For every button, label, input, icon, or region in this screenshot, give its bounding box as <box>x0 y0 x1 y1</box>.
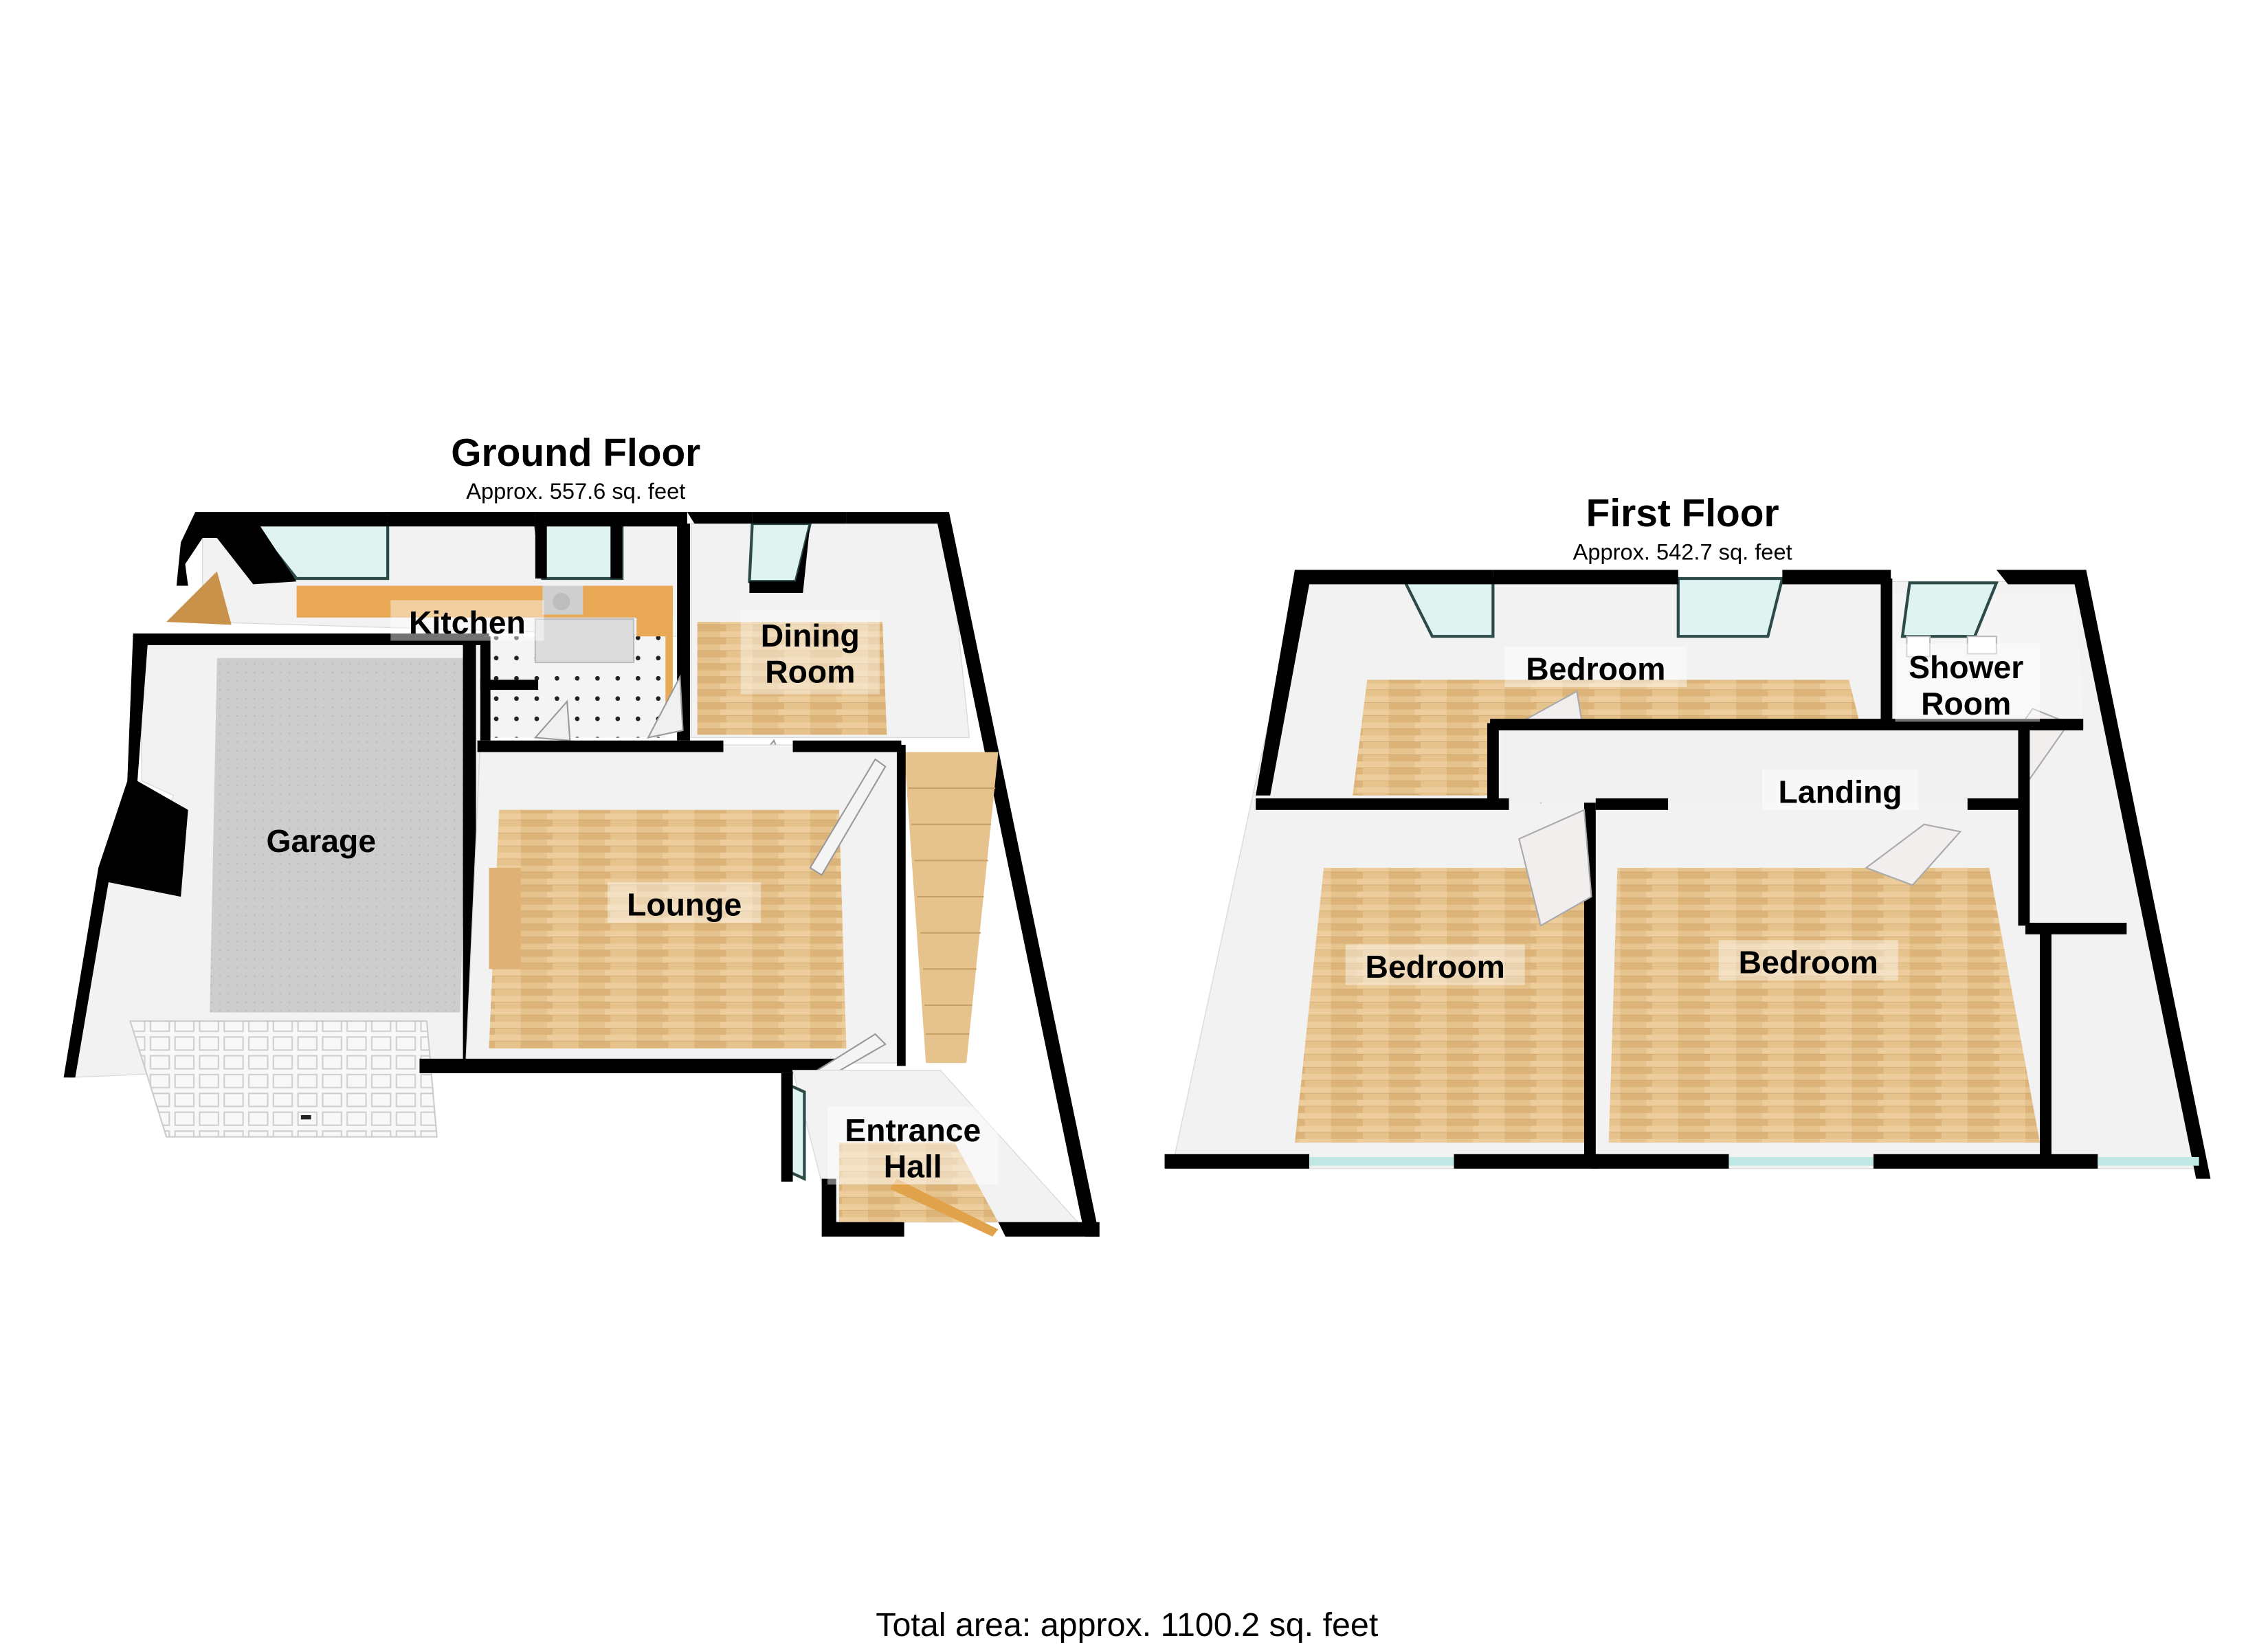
front-door <box>889 1178 999 1237</box>
kitchen-worktop <box>296 585 673 618</box>
room-label-lounge: Lounge <box>627 886 742 922</box>
garage-room <box>63 633 489 1138</box>
sink-icon <box>553 593 570 611</box>
room-label-entrance: Entrance <box>845 1112 981 1148</box>
room-label-garage: Garage <box>267 823 377 859</box>
room-label-shower: Shower <box>1909 649 2023 685</box>
bedroom-right <box>1591 798 2199 1169</box>
room-label-dining-2: Room <box>765 654 855 690</box>
lounge-room <box>419 740 902 1079</box>
room-label-landing: Landing <box>1779 774 1902 809</box>
room-label-bedroom-left: Bedroom <box>1366 949 1505 985</box>
garage-door <box>129 1020 438 1138</box>
first-floor-labels: First Floor Approx. 542.7 sq. feet Bedro… <box>1345 492 2041 985</box>
bedroom-left <box>1164 798 1599 1169</box>
door <box>1865 823 1962 886</box>
first-floor-plan: First Floor Approx. 542.7 sq. feet Bedro… <box>1164 492 2211 1179</box>
first-floor-area: Approx. 542.7 sq. feet <box>1573 539 1792 565</box>
total-area: Total area: approx. 1100.2 sq. feet <box>876 1606 1379 1644</box>
dining-room <box>687 512 1100 1237</box>
door <box>1518 809 1592 927</box>
ground-floor-plan: Ground Floor Approx. 557.6 sq. feet Kitc… <box>63 431 1100 1237</box>
room-label-dining: Dining <box>761 618 860 653</box>
room-label-bedroom-right: Bedroom <box>1739 945 1878 980</box>
shower-room <box>1895 570 2211 1179</box>
entrance-hall <box>781 1070 1100 1237</box>
room-label-bedroom-top: Bedroom <box>1526 651 1665 686</box>
ground-floor-labels: Ground Floor Approx. 557.6 sq. feet Kitc… <box>267 431 999 1185</box>
room-label-shower-2: Room <box>1921 686 2011 721</box>
room-label-kitchen: Kitchen <box>409 605 526 640</box>
kitchen-room <box>166 512 691 741</box>
first-floor-title: First Floor <box>1586 492 1779 535</box>
landing <box>1487 719 2127 934</box>
bedroom-top <box>1256 570 1893 804</box>
staircase <box>897 745 999 1066</box>
room-label-entrance-2: Hall <box>884 1148 942 1184</box>
ground-floor-title: Ground Floor <box>451 431 700 475</box>
kitchen-door <box>166 571 232 625</box>
ground-floor-area: Approx. 557.6 sq. feet <box>466 478 685 504</box>
